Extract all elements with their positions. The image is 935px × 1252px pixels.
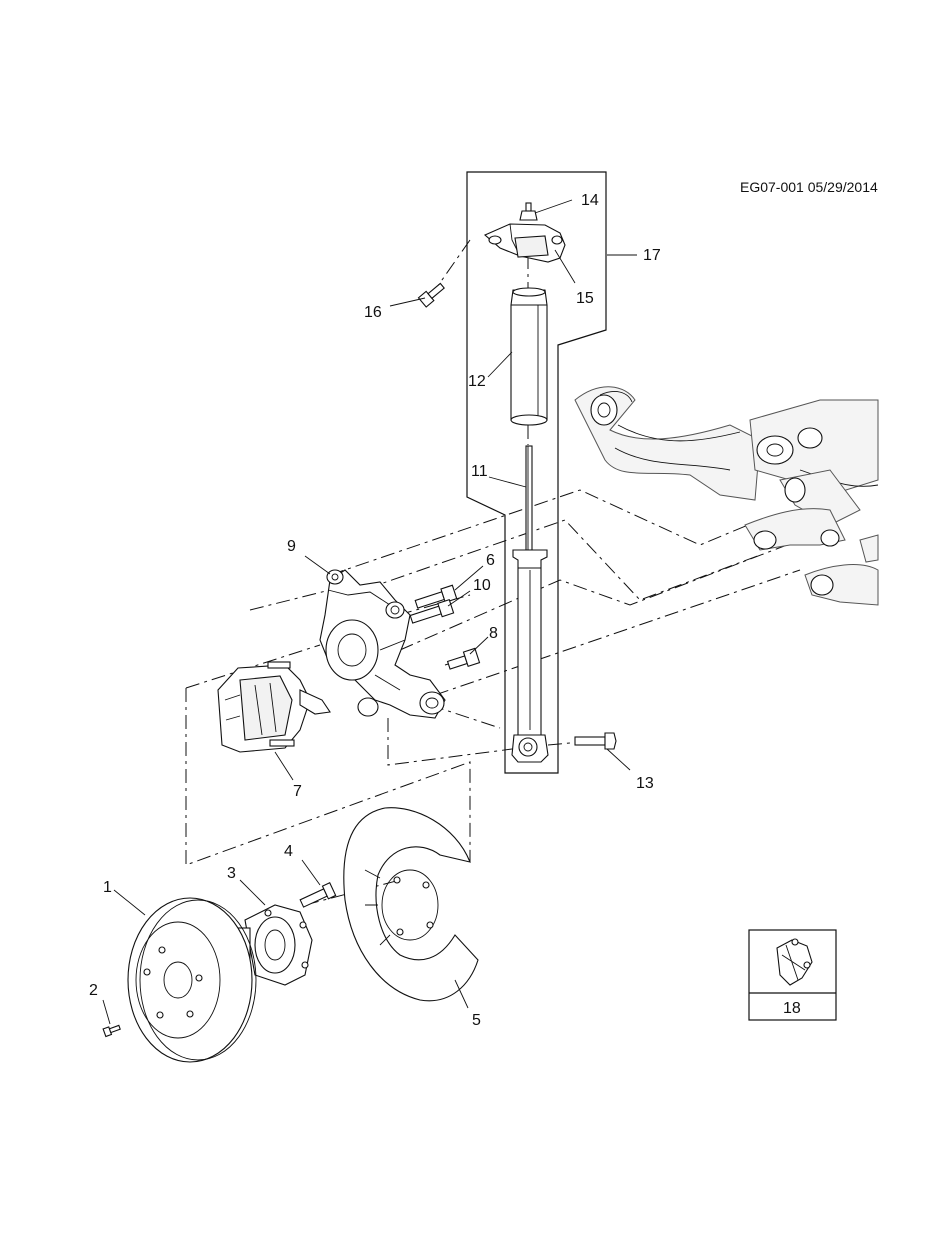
document-id: EG07-001 05/29/2014 xyxy=(740,179,878,195)
backing-plate-5 xyxy=(343,807,479,1002)
callout-17: 17 xyxy=(643,247,661,264)
bolt-13 xyxy=(574,732,617,750)
callout-15: 15 xyxy=(576,290,594,307)
upper-mount-bracket-15 xyxy=(483,223,566,263)
upper-mount-nut-14 xyxy=(519,202,538,221)
callout-5: 5 xyxy=(472,1012,481,1029)
assembly-guide-lines xyxy=(139,239,801,1021)
leader-lines xyxy=(102,199,637,1025)
wheel-stud-4 xyxy=(299,882,337,908)
callout-labels: 1 2 3 4 5 6 7 8 9 10 11 12 13 14 15 16 1… xyxy=(89,192,801,1029)
bushing-9 xyxy=(326,569,344,585)
callout-8: 8 xyxy=(489,625,498,642)
mount-bolt-16 xyxy=(417,282,445,308)
callout-1: 1 xyxy=(103,879,112,896)
callout-18: 18 xyxy=(783,1000,801,1017)
callout-10: 10 xyxy=(473,577,491,594)
callout-7: 7 xyxy=(293,783,302,800)
knuckle xyxy=(319,569,446,719)
callout-6: 6 xyxy=(486,552,495,569)
bolt-6 xyxy=(414,584,458,609)
callout-3: 3 xyxy=(227,865,236,882)
bolt-10 xyxy=(409,598,455,624)
callout-4: 4 xyxy=(284,843,293,860)
callout-12: 12 xyxy=(468,373,486,390)
bolt-8 xyxy=(446,647,481,670)
callout-11: 11 xyxy=(471,463,488,480)
hub-bearing-3 xyxy=(229,904,313,986)
shock-absorber-11 xyxy=(511,445,549,763)
brake-rotor-1 xyxy=(127,897,257,1063)
callout-16: 16 xyxy=(364,304,382,321)
shock-dust-shield-12 xyxy=(510,287,548,426)
callout-14: 14 xyxy=(581,192,599,209)
callout-9: 9 xyxy=(287,538,296,555)
subframe-assembly xyxy=(574,386,879,606)
inset-part-18 xyxy=(748,929,837,1021)
callout-2: 2 xyxy=(89,982,98,999)
brake-caliper-7 xyxy=(217,661,331,753)
kit-boundary-17 xyxy=(466,171,607,774)
screw-2 xyxy=(102,1024,121,1038)
callout-13: 13 xyxy=(636,775,654,792)
